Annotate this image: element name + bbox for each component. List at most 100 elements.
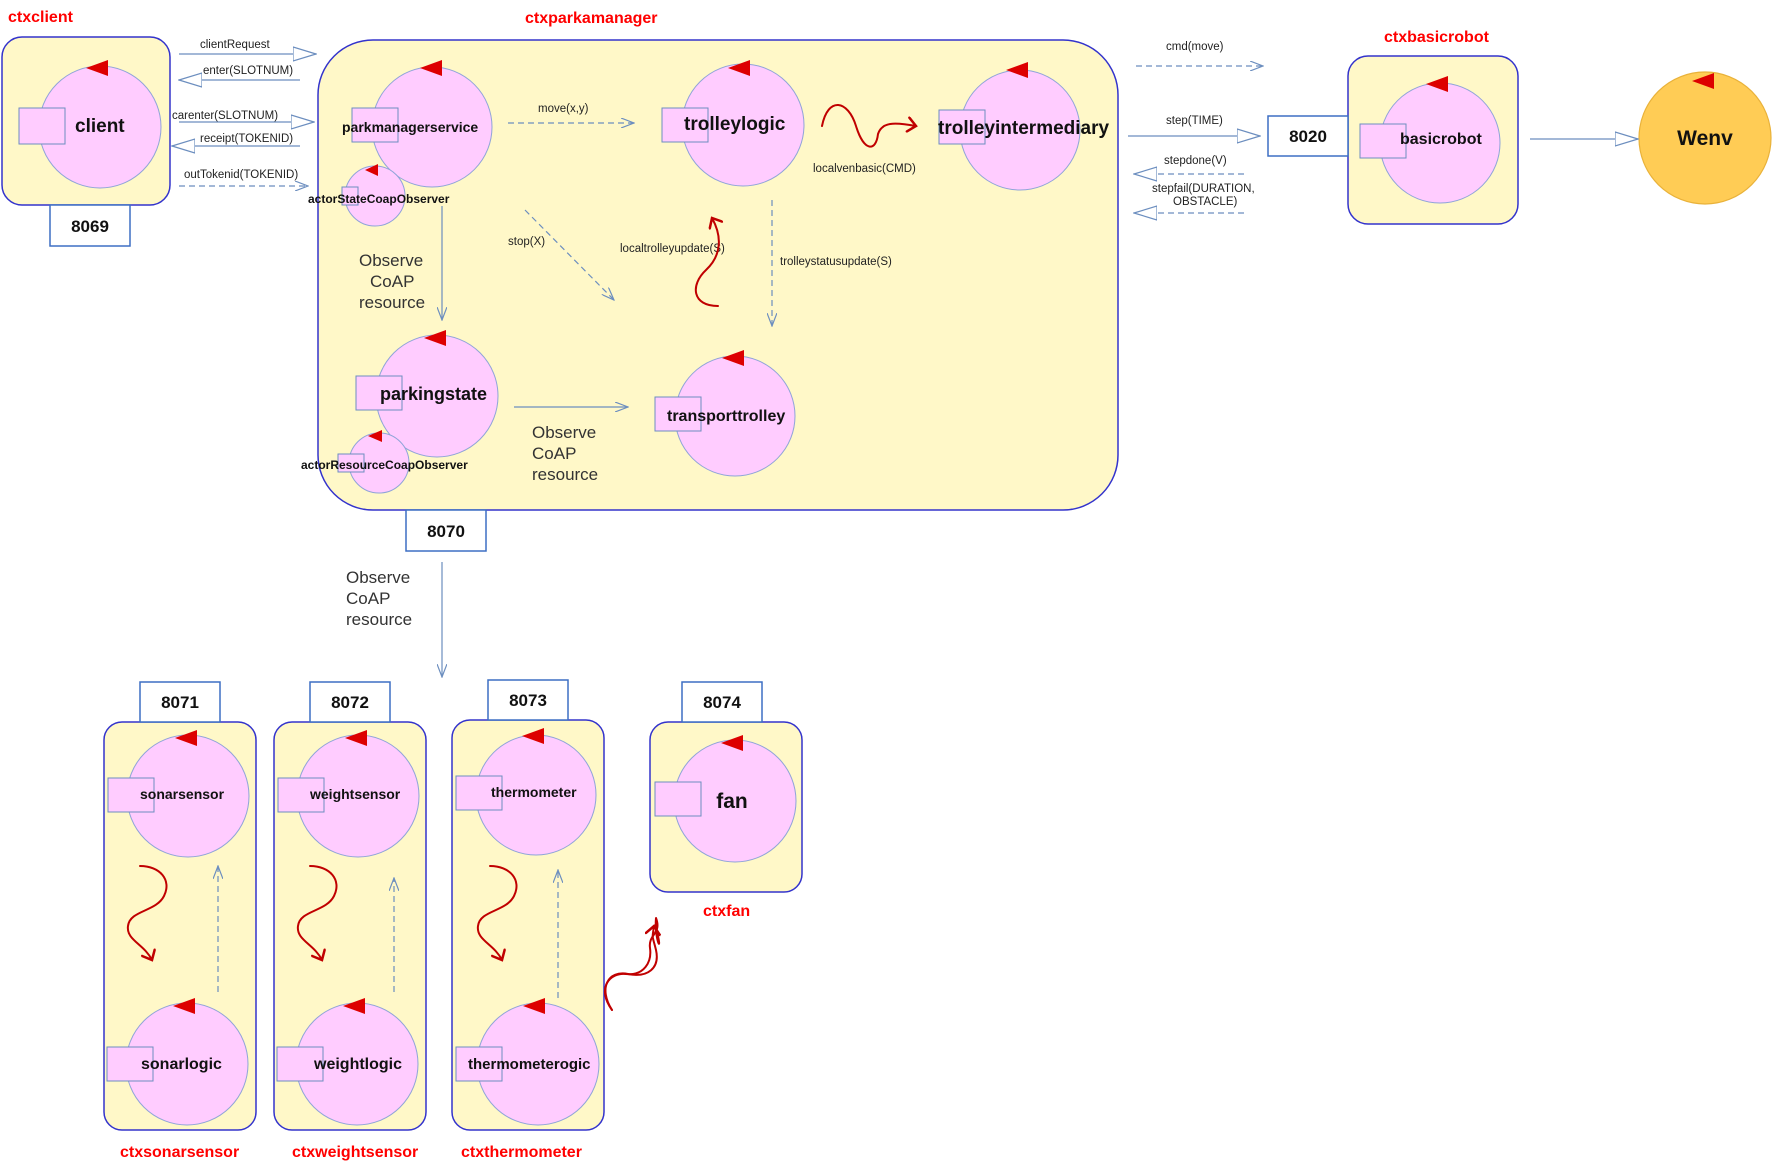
actor-thermometer-label: thermometer xyxy=(491,784,577,800)
actor-sonarlogic: sonarlogic xyxy=(106,998,249,1126)
flag-icon xyxy=(721,735,743,751)
wavy-arrow-weight xyxy=(296,865,338,960)
actor-thermometerlogic-label: thermometerogic xyxy=(468,1056,591,1073)
port-fan: 8074 xyxy=(703,693,741,712)
flag-icon xyxy=(424,330,446,346)
actor-weightsensor-label: weightsensor xyxy=(309,786,401,802)
note-observe-1-line1: Observe xyxy=(359,251,423,270)
port-box-client xyxy=(49,204,131,247)
msg-stepfail-2: OBSTACLE) xyxy=(1173,196,1237,208)
msg-carenter: carenter(SLOTNUM) xyxy=(172,110,278,122)
port-box-basicrobot xyxy=(1267,115,1349,157)
actor-actorStateCoapObserver-label: actorStateCoapObserver xyxy=(308,192,450,206)
msg-stepdone: stepdone(V) xyxy=(1164,155,1227,167)
note-observe-2-line2: CoAP xyxy=(532,444,576,463)
actor-weightlogic: weightlogic xyxy=(276,998,419,1126)
wavy-arrow-localvenbasic xyxy=(821,104,916,148)
actor-actorResourceCoapObserver-label: actorResourceCoapObserver xyxy=(301,458,468,472)
actor-transporttrolley-label: transporttrolley xyxy=(667,408,785,425)
flag-icon xyxy=(173,998,195,1014)
actor-client-label: client xyxy=(75,116,125,137)
port-box-sonar xyxy=(139,681,221,723)
flag-icon xyxy=(728,60,750,76)
port-box-parkmanager xyxy=(405,509,487,552)
msg-outTokenid: outTokenid(TOKENID) xyxy=(184,169,298,181)
note-observe-2-line3: resource xyxy=(532,465,598,484)
actor-sonarlogic-label: sonarlogic xyxy=(141,1056,222,1073)
actor-wenv-label: Wenv xyxy=(1677,127,1733,150)
flag-icon xyxy=(420,60,442,76)
wenv-circle xyxy=(1638,71,1772,205)
note-observe-2: Observe CoAP resource xyxy=(532,423,598,484)
actor-sonarsensor: sonarsensor xyxy=(107,730,250,858)
ctxclient-label: ctxclient xyxy=(8,9,74,26)
wavy-arrow-sonar xyxy=(126,865,168,960)
msg-receipt: receipt(TOKENID) xyxy=(200,133,293,145)
ctxparkamanager-container xyxy=(317,39,1119,511)
msg-step: step(TIME) xyxy=(1166,115,1223,127)
msg-enter: enter(SLOTNUM) xyxy=(203,65,293,77)
actor-thermometer: thermometer xyxy=(455,728,597,856)
note-observe-3-line2: CoAP xyxy=(346,589,390,608)
actor-trolleyintermediary: trolleyintermediary xyxy=(938,62,1109,191)
actor-trolleylogic: trolleylogic xyxy=(661,60,805,187)
actor-weightsensor: weightsensor xyxy=(277,730,420,858)
actor-wenv: Wenv xyxy=(1638,71,1772,205)
flag-icon xyxy=(86,60,108,76)
wavy-arrow-thermo-fan xyxy=(603,917,661,1011)
port-client: 8069 xyxy=(71,217,109,236)
wavy-arrow-thermo-fan-head xyxy=(604,926,656,1011)
flag-icon xyxy=(722,350,744,366)
wavy-arrow-thermo xyxy=(476,865,518,960)
port-parkmanager: 8070 xyxy=(427,522,465,541)
msg-trolleystatusupdate: trolleystatusupdate(S) xyxy=(780,256,892,268)
note-observe-3-line3: resource xyxy=(346,610,412,629)
actor-basicrobot-label: basicrobot xyxy=(1400,131,1482,148)
flag-icon xyxy=(1426,76,1448,92)
actor-sonarsensor-label: sonarsensor xyxy=(140,786,225,802)
msg-cmd: cmd(move) xyxy=(1166,41,1224,53)
flag-icon xyxy=(1692,73,1714,89)
note-observe-2-line1: Observe xyxy=(532,423,596,442)
actor-fan: fan xyxy=(654,735,797,863)
actor-thermometerlogic: thermometerogic xyxy=(455,998,600,1126)
actor-actorStateCoapObserver: actorStateCoapObserver xyxy=(308,164,450,227)
note-observe-3-line1: Observe xyxy=(346,568,410,587)
ctxfan-label: ctxfan xyxy=(703,903,750,920)
flag-icon xyxy=(1006,62,1028,78)
note-observe-1: Observe CoAP resource xyxy=(359,251,425,312)
port-box-weight xyxy=(309,681,391,723)
ctxsonarsensor-label: ctxsonarsensor xyxy=(120,1144,239,1161)
actor-trolleylogic-label: trolleylogic xyxy=(684,114,786,135)
port-sonar: 8071 xyxy=(161,693,199,712)
ctxthermometer-label: ctxthermometer xyxy=(461,1144,582,1161)
flag-icon xyxy=(365,164,378,176)
actor-parkingstate: parkingstate xyxy=(355,330,499,458)
actor-parkmanagerservice-label: parkmanagerservice xyxy=(342,119,478,135)
note-observe-1-line2: CoAP xyxy=(370,272,414,291)
flag-icon xyxy=(345,730,367,746)
msg-localvenbasic: localvenbasic(CMD) xyxy=(813,163,916,175)
msg-move: move(x,y) xyxy=(538,103,589,115)
note-observe-1-line3: resource xyxy=(359,293,425,312)
actor-parkmanagerservice: parkmanagerservice xyxy=(342,60,493,188)
port-thermo: 8073 xyxy=(509,691,547,710)
actor-client: client xyxy=(18,60,162,189)
ctxparkamanager-label: ctxparkamanager xyxy=(525,10,658,27)
flag-icon xyxy=(175,730,197,746)
actor-trolleyintermediary-label: trolleyintermediary xyxy=(938,118,1109,139)
ctxweightsensor-label: ctxweightsensor xyxy=(292,1144,418,1161)
flag-icon xyxy=(368,430,382,442)
actor-parkingstate-label: parkingstate xyxy=(380,384,487,404)
port-basicrobot: 8020 xyxy=(1289,127,1327,146)
arrow-stop xyxy=(524,209,614,300)
port-box-fan xyxy=(681,681,763,723)
msg-localtrolleyupdate: localtrolleyupdate(S) xyxy=(620,243,725,255)
actor-transporttrolley: transporttrolley xyxy=(654,350,796,477)
port-weight: 8072 xyxy=(331,693,369,712)
actor-actorResourceCoapObserver: actorResourceCoapObserver xyxy=(301,430,468,494)
actor-basicrobot: basicrobot xyxy=(1359,76,1501,204)
msg-clientRequest: clientRequest xyxy=(200,39,270,51)
msg-stepfail-1: stepfail(DURATION, xyxy=(1152,183,1255,195)
